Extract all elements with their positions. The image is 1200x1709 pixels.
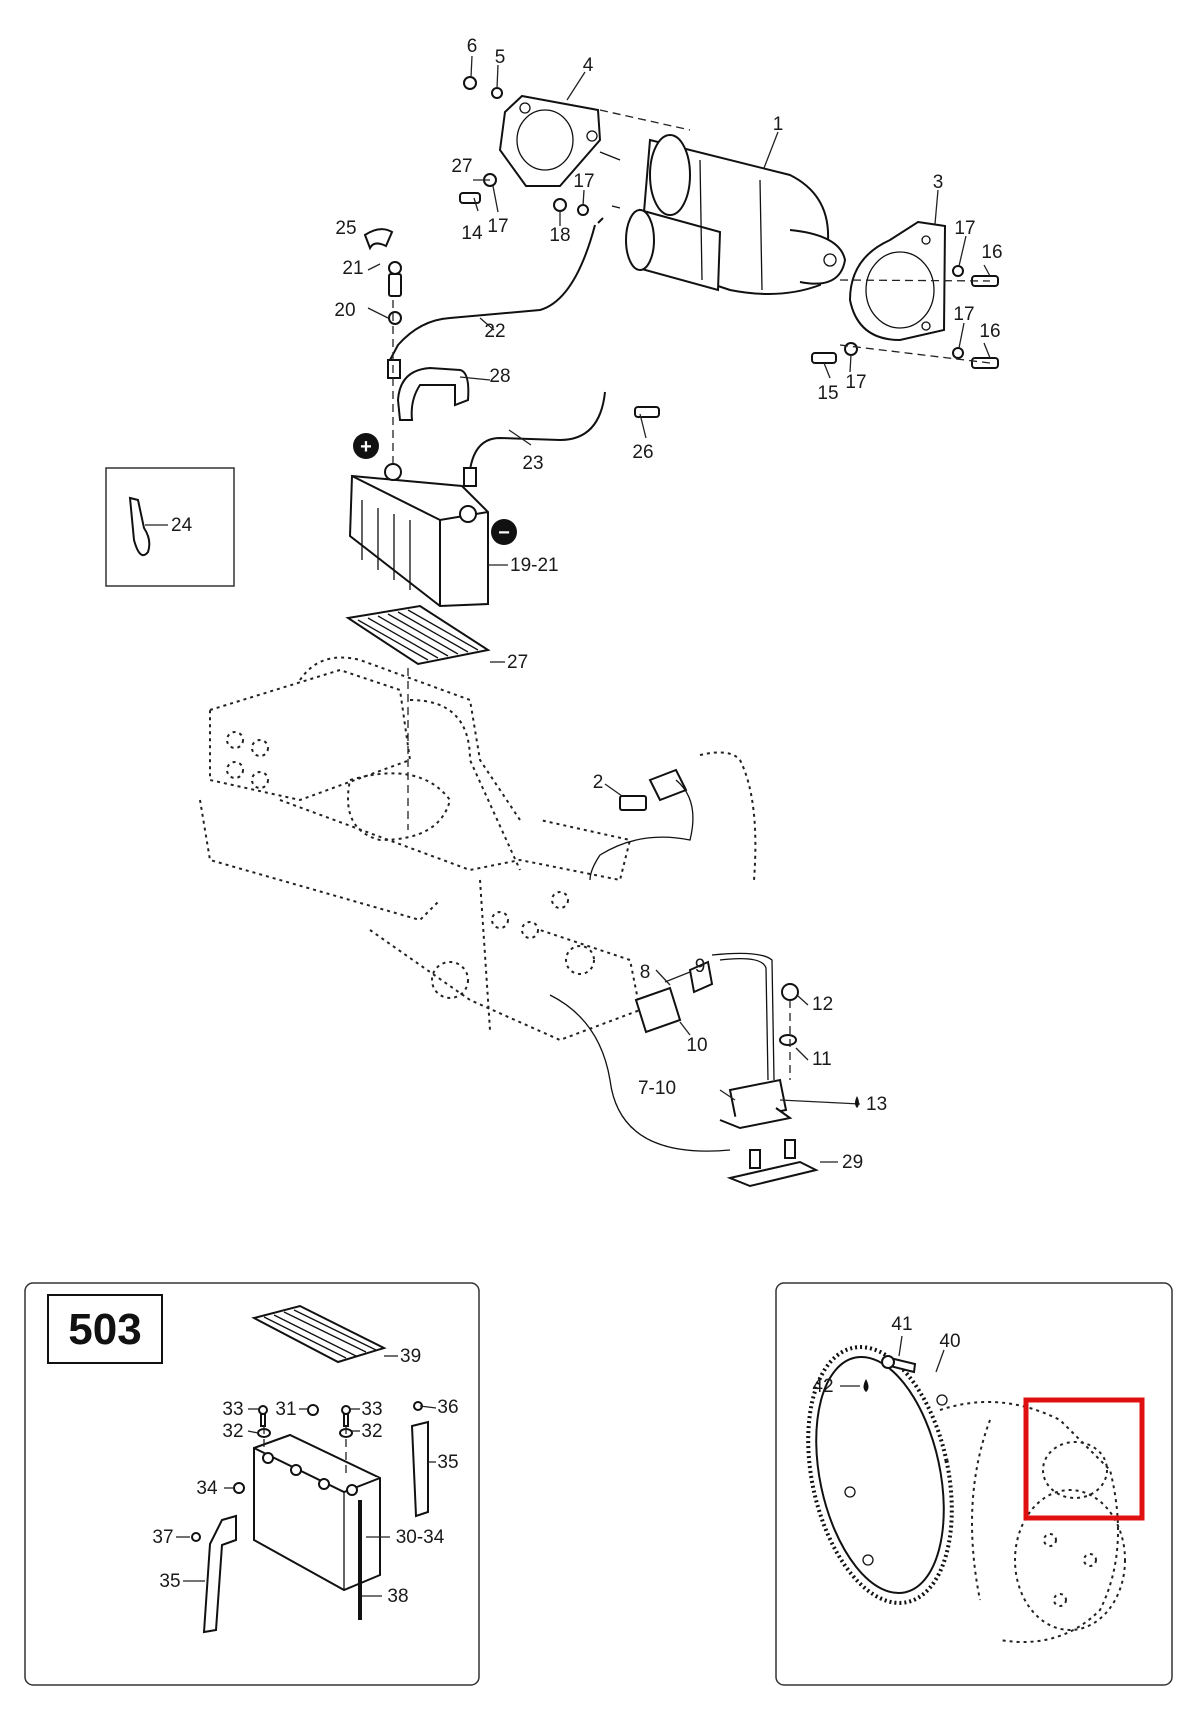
cable-tie-24	[128, 496, 151, 556]
battery-19-21: + −	[348, 433, 517, 608]
callout-26: 26	[632, 442, 653, 463]
callout-20: 20	[334, 300, 355, 321]
callout-17-right-bottom: 17	[953, 304, 974, 325]
callout-16-bottom: 16	[979, 321, 1000, 342]
positive-cable-22	[389, 224, 596, 361]
callout-29: 29	[842, 1152, 863, 1173]
model-badge: 503	[68, 1305, 141, 1354]
callout-23: 23	[522, 453, 543, 474]
callout-15: 15	[817, 383, 838, 404]
callout-34: 34	[196, 1478, 218, 1499]
callout-39: 39	[400, 1346, 421, 1367]
callout-35-right: 35	[437, 1452, 458, 1473]
cable-tie-inset	[105, 467, 235, 587]
battery-30-34	[253, 1433, 381, 1620]
grease-drop-icon	[855, 1096, 859, 1108]
callout-42: 42	[812, 1376, 833, 1397]
callout-22: 22	[484, 321, 505, 342]
callout-35-left: 35	[159, 1571, 180, 1592]
callout-17-top: 17	[573, 171, 594, 192]
inset-battery-503: 503	[24, 1282, 480, 1686]
callout-6: 6	[467, 36, 478, 57]
engine-housing-dashed	[939, 1401, 1126, 1643]
callout-28: 28	[489, 366, 510, 387]
fuse-harness-group	[549, 768, 861, 1188]
callout-21-top: 21	[342, 258, 363, 279]
callout-38: 38	[387, 1586, 408, 1607]
callout-30-34: 30-34	[396, 1527, 445, 1548]
callout-41: 41	[891, 1314, 912, 1335]
callout-17-bottom: 17	[845, 372, 866, 393]
callout-16-top: 16	[981, 242, 1002, 263]
positive-terminal-symbol	[353, 433, 379, 459]
washer-11	[779, 1034, 797, 1046]
plate-29	[726, 1160, 819, 1188]
negative-terminal-sign: −	[498, 522, 510, 544]
callout-1: 1	[773, 114, 784, 135]
starter-motor-group	[363, 55, 999, 418]
callout-27-top: 27	[451, 156, 472, 177]
callout-19-21: 19-21	[510, 555, 559, 576]
callout-14: 14	[461, 223, 483, 244]
bracket-35-left	[202, 1514, 237, 1634]
callout-11: 11	[812, 1049, 832, 1070]
callout-17-left: 17	[487, 216, 508, 237]
threadlock-drop-icon	[863, 1379, 869, 1392]
main-callouts: 6 5 4 1 3 27 17 14 17 18 25 21 20 22 28 …	[171, 36, 1003, 1173]
ring-gear-40	[806, 1345, 954, 1605]
callout-27: 27	[507, 652, 528, 673]
callout-5: 5	[495, 47, 506, 68]
callout-3: 3	[933, 172, 944, 193]
highlight-box	[1023, 1397, 1145, 1521]
callout-18: 18	[549, 225, 570, 246]
model-badge-box	[47, 1294, 163, 1364]
battery-strap-28	[396, 366, 470, 421]
nut-12	[781, 983, 799, 1001]
callout-25: 25	[335, 218, 356, 239]
callout-10: 10	[686, 1035, 707, 1056]
callout-33-right: 33	[361, 1399, 382, 1420]
callout-12: 12	[812, 994, 833, 1015]
negative-terminal-symbol	[491, 519, 517, 545]
callout-40: 40	[939, 1331, 960, 1352]
callout-36: 36	[437, 1397, 458, 1418]
callout-2: 2	[593, 772, 604, 793]
starter-motor-1	[599, 134, 847, 295]
relay-10	[634, 986, 682, 1034]
chassis-frame	[199, 656, 757, 1042]
callout-37: 37	[152, 1527, 173, 1548]
bracket-35-right	[410, 1420, 429, 1518]
callout-24: 24	[171, 515, 193, 536]
callout-17-right-top: 17	[954, 218, 975, 239]
positive-terminal-sign: +	[360, 436, 372, 458]
inset-ring-gear: 41 40 42	[775, 1282, 1173, 1686]
negative-cable-23	[469, 391, 606, 471]
battery-cables	[367, 217, 647, 487]
battery-pad-39	[251, 1304, 387, 1364]
callout-32-right: 32	[361, 1421, 382, 1442]
callout-7-10: 7-10	[638, 1078, 676, 1099]
callout-9: 9	[695, 956, 706, 977]
fuse-2	[619, 795, 647, 811]
callout-8: 8	[640, 962, 651, 983]
callout-33-left: 33	[222, 1399, 243, 1420]
callout-32-left: 32	[222, 1421, 243, 1442]
callout-4: 4	[583, 55, 594, 76]
inset-battery-leaders	[176, 1355, 437, 1597]
inset-battery-fasteners	[191, 1401, 423, 1542]
callout-31: 31	[275, 1399, 296, 1420]
callout-13: 13	[866, 1094, 887, 1115]
starter-leader-lines	[470, 55, 991, 379]
connector-9	[688, 960, 714, 994]
battery-pad-27	[345, 604, 505, 830]
inset-battery-callouts: 39 33 31 33 36 32 32 35 34 37 30-34 35 3…	[152, 1346, 458, 1607]
